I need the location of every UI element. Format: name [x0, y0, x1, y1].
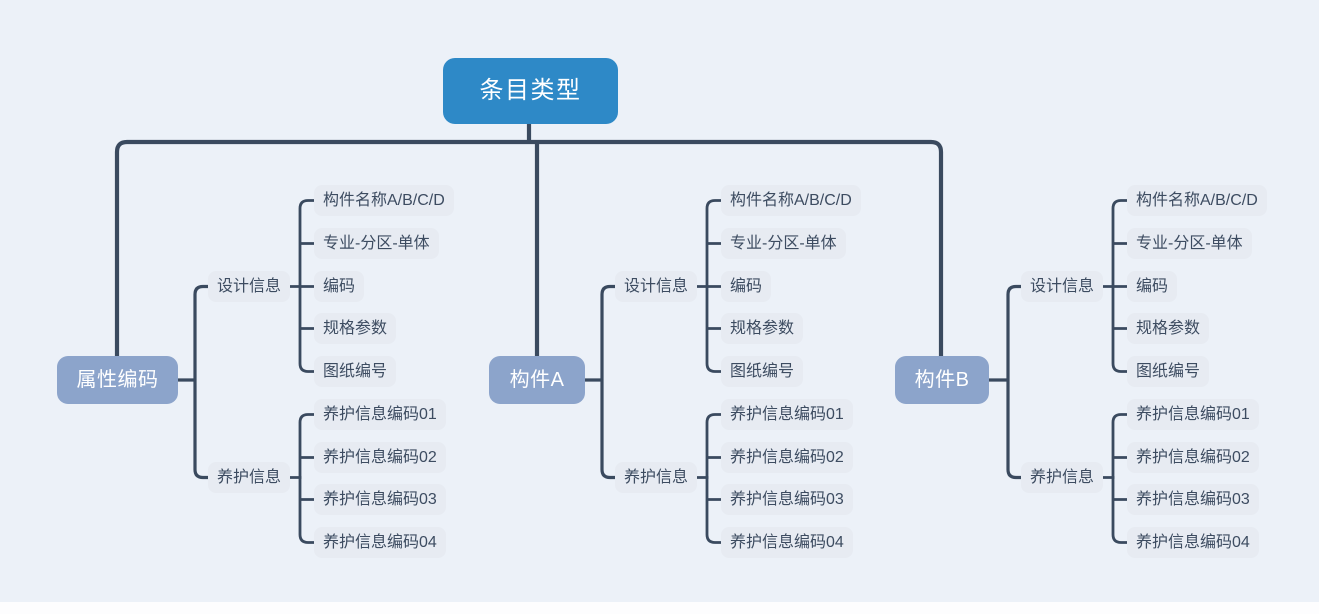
- leaf-node[interactable]: 养护信息编码02: [721, 442, 853, 473]
- leaf-node[interactable]: 图纸编号: [721, 356, 804, 387]
- leaf-node[interactable]: 构件名称A/B/C/D: [1127, 185, 1267, 216]
- leaf-node[interactable]: 养护信息编码01: [721, 399, 853, 430]
- leaf-node[interactable]: 编码: [1127, 271, 1178, 302]
- branch-node-1[interactable]: 构件A: [489, 356, 585, 404]
- canvas-bottom-edge: [0, 602, 1319, 614]
- leaf-node[interactable]: 养护信息编码03: [721, 484, 853, 515]
- leaf-node[interactable]: 养护信息编码03: [314, 484, 446, 515]
- leaf-node[interactable]: 养护信息编码02: [314, 442, 446, 473]
- leaf-node[interactable]: 规格参数: [721, 313, 804, 344]
- leaf-node[interactable]: 规格参数: [1127, 313, 1210, 344]
- group-node-maintenance-info[interactable]: 养护信息: [1021, 462, 1104, 493]
- group-node-design-info[interactable]: 设计信息: [208, 271, 291, 302]
- leaf-node[interactable]: 养护信息编码02: [1127, 442, 1259, 473]
- group-node-design-info[interactable]: 设计信息: [1021, 271, 1104, 302]
- leaf-node[interactable]: 专业-分区-单体: [314, 228, 439, 259]
- leaf-node[interactable]: 养护信息编码03: [1127, 484, 1259, 515]
- leaf-node[interactable]: 构件名称A/B/C/D: [314, 185, 454, 216]
- leaf-node[interactable]: 专业-分区-单体: [721, 228, 846, 259]
- leaf-node[interactable]: 编码: [314, 271, 365, 302]
- group-node-maintenance-info[interactable]: 养护信息: [208, 462, 291, 493]
- leaf-node[interactable]: 构件名称A/B/C/D: [721, 185, 861, 216]
- leaf-node[interactable]: 编码: [721, 271, 772, 302]
- leaf-node[interactable]: 养护信息编码01: [1127, 399, 1259, 430]
- leaf-node[interactable]: 图纸编号: [1127, 356, 1210, 387]
- group-node-design-info[interactable]: 设计信息: [615, 271, 698, 302]
- leaf-node[interactable]: 专业-分区-单体: [1127, 228, 1252, 259]
- branch-node-0[interactable]: 属性编码: [57, 356, 178, 404]
- leaf-node[interactable]: 规格参数: [314, 313, 397, 344]
- leaf-node[interactable]: 养护信息编码04: [1127, 527, 1259, 558]
- leaf-node[interactable]: 图纸编号: [314, 356, 397, 387]
- leaf-node[interactable]: 养护信息编码01: [314, 399, 446, 430]
- branch-node-2[interactable]: 构件B: [895, 356, 989, 404]
- leaf-node[interactable]: 养护信息编码04: [314, 527, 446, 558]
- group-node-maintenance-info[interactable]: 养护信息: [615, 462, 698, 493]
- root-node[interactable]: 条目类型: [443, 58, 618, 124]
- leaf-node[interactable]: 养护信息编码04: [721, 527, 853, 558]
